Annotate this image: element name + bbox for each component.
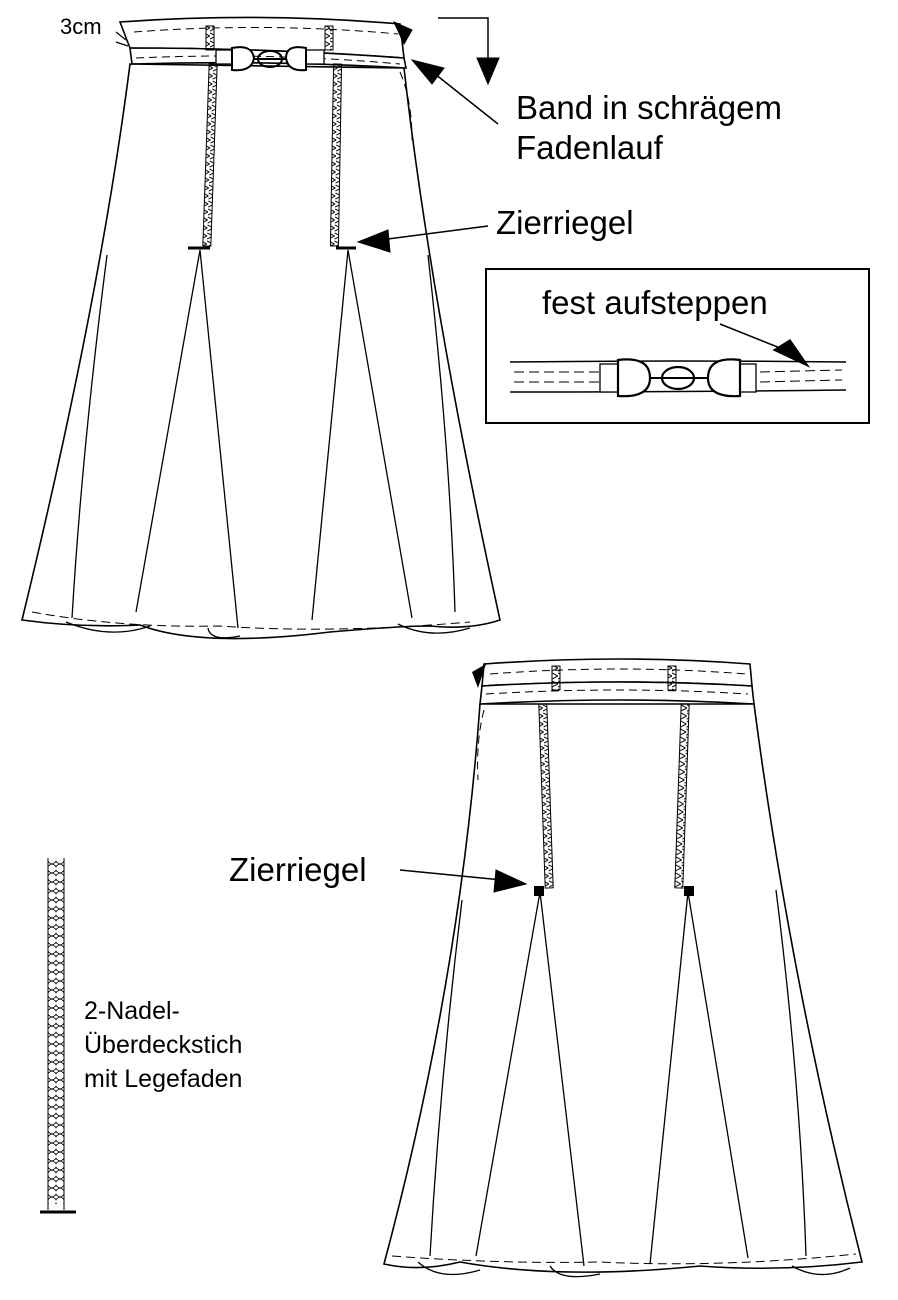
center-godet-left <box>135 249 239 629</box>
back-lower-band <box>479 681 755 705</box>
band-label-line1: Band in schrägem <box>516 89 782 126</box>
back-marker-icon <box>472 664 486 688</box>
front-zipper-right <box>324 25 356 250</box>
right-godet-seam <box>427 254 456 613</box>
hem-flare <box>65 621 471 639</box>
back-skirt <box>383 658 864 1278</box>
back-center-godet-right <box>649 891 749 1265</box>
front-zipper-left <box>188 25 218 250</box>
d-ring-buckle-icon <box>215 46 325 72</box>
lower-band-stitch <box>135 55 401 65</box>
back-zipper-right <box>667 665 694 896</box>
stitch-label-line1: 2-Nadel- <box>84 997 180 1025</box>
back-pocket-stitch <box>477 709 485 781</box>
inset-detail <box>509 323 847 398</box>
zierriegel-label-bottom: Zierriegel <box>229 851 367 888</box>
measure-leader <box>115 31 129 47</box>
left-godet-seam <box>71 254 108 619</box>
skirt-outline <box>21 63 501 640</box>
back-center-godet-left <box>475 891 585 1267</box>
back-right-godet <box>775 889 807 1257</box>
hem-stitch <box>31 611 471 630</box>
coverstitch-sample-icon <box>40 858 76 1214</box>
center-godet-right <box>311 249 413 621</box>
zierriegel-arrow-bottom <box>399 869 528 893</box>
front-skirt <box>21 16 501 640</box>
zierriegel-arrow-top <box>356 225 489 253</box>
back-left-godet <box>429 899 463 1257</box>
inset-caption: fest aufsteppen <box>542 284 768 321</box>
arrow-icon <box>393 17 500 125</box>
stitch-label-line2: Überdeckstich <box>84 1031 243 1059</box>
measure-label: 3cm <box>60 14 102 39</box>
pocket-stitch <box>399 71 413 141</box>
band-label: Band in schrägem Fadenlauf <box>516 88 782 168</box>
stitch-label-line3: mit Legefaden <box>84 1065 243 1093</box>
waistband-stitch <box>133 26 399 35</box>
stitch-label: 2-Nadel- Überdeckstich mit Legefaden <box>84 994 242 1096</box>
back-skirt-outline <box>383 703 864 1273</box>
zierriegel-label-top: Zierriegel <box>496 204 634 241</box>
band-label-line2: Fadenlauf <box>516 129 663 166</box>
inset-frame <box>485 268 870 424</box>
back-zipper-left <box>534 665 561 896</box>
back-hem-stitch <box>391 1253 857 1265</box>
